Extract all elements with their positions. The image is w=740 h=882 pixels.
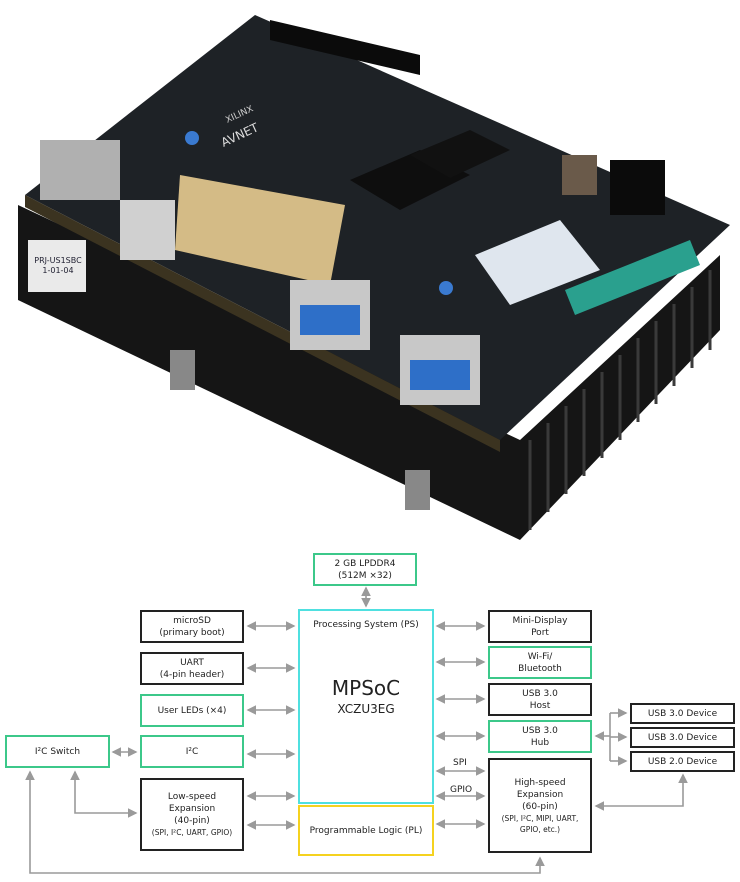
standoff	[405, 470, 430, 510]
board-photo	[18, 15, 730, 540]
gpio-label: GPIO	[450, 785, 473, 795]
ps-label: Processing System (PS)	[313, 620, 419, 630]
usb-device-label: USB 2.0 Device	[647, 756, 718, 767]
usb-hub-line1: USB 3.0	[522, 725, 558, 736]
board-label-line1: PRJ-US1SBC	[34, 256, 82, 265]
usb-device-box: USB 3.0 Device	[630, 703, 735, 724]
wifi-line1: Wi-Fi/	[527, 651, 553, 662]
usb-host-line1: USB 3.0	[522, 688, 558, 699]
microsd-box: microSD (primary boot)	[140, 610, 244, 643]
uart-line2: (4-pin header)	[159, 669, 225, 680]
minidp-box: Mini-Display Port	[488, 610, 592, 643]
lpddr4-line2: (512M ×32)	[338, 570, 392, 581]
highspeed-line5: GPIO, etc.)	[519, 824, 561, 834]
mpsoc-ps-box: Processing System (PS) MPSoC XCZU3EG	[298, 609, 434, 804]
lowspeed-expansion-box: Low-speed Expansion (40-pin) (SPI, I²C, …	[140, 778, 244, 851]
microsd-line2: (primary boot)	[159, 627, 225, 638]
lpddr4-line1: 2 GB LPDDR4	[334, 558, 396, 569]
spi-label: SPI	[453, 758, 467, 768]
usb-host-box: USB 3.0 Host	[488, 683, 592, 716]
wifi-module	[475, 220, 600, 305]
i2c-switch-label: I²C Switch	[34, 746, 81, 757]
board-label-text: PRJ-US1SBC 1-01-04	[30, 256, 86, 276]
heatsink-fins	[528, 270, 712, 530]
highspeed-line4: (SPI, I²C, MIPI, UART,	[501, 813, 579, 823]
board-label-line2: 1-01-04	[42, 266, 74, 275]
usb-device-label: USB 3.0 Device	[647, 732, 718, 743]
connector	[175, 175, 345, 285]
uart-box: UART (4-pin header)	[140, 652, 244, 685]
lowspeed-line3: (40-pin)	[174, 816, 210, 826]
highspeed-line3: (60-pin)	[522, 801, 558, 812]
i2c-switch-box: I²C Switch	[5, 735, 110, 768]
usb-hub-box: USB 3.0 Hub	[488, 720, 592, 753]
lpddr4-box: 2 GB LPDDR4 (512M ×32)	[313, 553, 417, 586]
highspeed-expansion-box: High-speed Expansion (60-pin) (SPI, I²C,…	[488, 758, 592, 853]
pl-box: Programmable Logic (PL)	[298, 805, 434, 856]
pcb	[25, 15, 730, 440]
i2c-box: I²C	[140, 735, 244, 768]
minidp-port	[120, 200, 175, 260]
wifi-line2: Bluetooth	[518, 663, 562, 674]
minidp-line1: Mini-Display	[512, 615, 568, 626]
lowspeed-line1: Low-speed	[167, 792, 217, 802]
mpsoc-part: XCZU3EG	[337, 702, 395, 716]
minidp-line2: Port	[531, 627, 549, 638]
power-jack	[610, 160, 665, 215]
lowspeed-line4: (SPI, I²C, UART, GPIO)	[151, 828, 233, 837]
highspeed-line2: Expansion	[516, 789, 564, 800]
i2c-label: I²C	[185, 746, 199, 757]
usb-device-box: USB 3.0 Device	[630, 727, 735, 748]
user-leds-box: User LEDs (×4)	[140, 694, 244, 727]
wifi-bt-box: Wi-Fi/ Bluetooth	[488, 646, 592, 679]
uart-line1: UART	[180, 657, 204, 668]
usb-hub-line2: Hub	[530, 737, 550, 748]
lowspeed-line2: Expansion	[168, 804, 216, 814]
pin-header	[270, 20, 420, 75]
standoff	[170, 350, 195, 390]
usb-host-line2: Host	[529, 700, 551, 711]
user-leds-label: User LEDs (×4)	[157, 705, 227, 716]
pl-label: Programmable Logic (PL)	[309, 825, 423, 836]
sd-slot	[40, 140, 120, 200]
board-label	[28, 240, 86, 292]
usb-device-box: USB 2.0 Device	[630, 751, 735, 772]
mpsoc-title: MPSoC	[331, 676, 401, 700]
usb-device-label: USB 3.0 Device	[647, 708, 718, 719]
microsd-line1: microSD	[173, 615, 211, 626]
highspeed-line1: High-speed	[514, 777, 566, 788]
